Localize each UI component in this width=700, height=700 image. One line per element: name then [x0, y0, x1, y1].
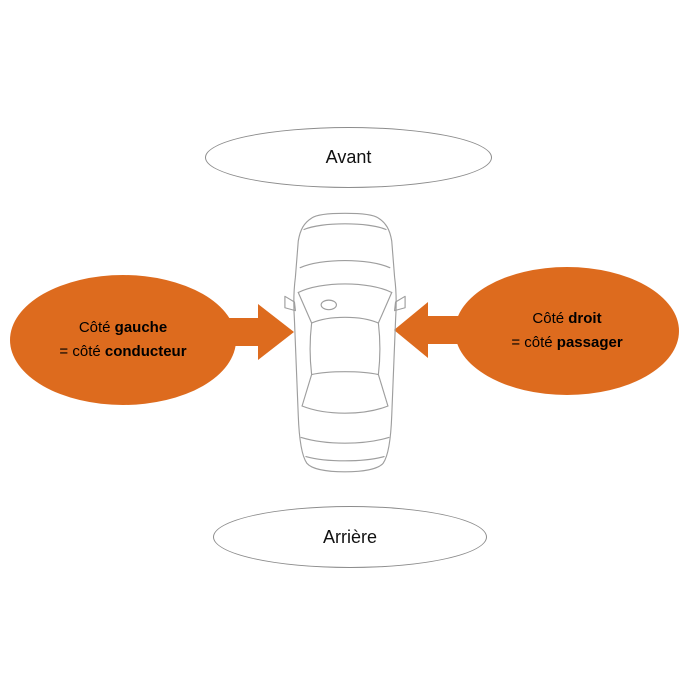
- car-rear-window-bottom: [301, 405, 389, 414]
- car-steering-wheel: [320, 299, 337, 311]
- left-side-line1: Côté gauche: [79, 316, 167, 340]
- car-body-outline: [293, 212, 397, 473]
- front-ellipse: Avant: [205, 127, 492, 188]
- car-rear-window-top: [311, 371, 379, 376]
- right-side-line1: Côté droit: [532, 307, 601, 331]
- left-side-line2: = côté conducteur: [59, 340, 186, 364]
- car-roof-left: [309, 322, 313, 376]
- car-windshield-bottom: [297, 283, 393, 294]
- car-trunk-line: [300, 436, 390, 444]
- right-side-line2-normal: = côté: [511, 334, 557, 351]
- left-side-line1-normal: Côté: [78, 319, 115, 336]
- car-rear-bumper-line: [305, 455, 385, 462]
- car-mirror-right: [394, 295, 406, 312]
- right-side-line2: = côté passager: [511, 331, 622, 355]
- arrow-right-icon: [220, 304, 294, 360]
- rear-ellipse: Arrière: [213, 506, 487, 568]
- car-mirror-left: [284, 295, 296, 312]
- car-rear-window-left: [301, 373, 313, 407]
- left-side-line1-bold: gauche: [114, 319, 168, 336]
- front-label: Avant: [325, 147, 372, 167]
- arrow-right-shape: [220, 304, 294, 360]
- car-line-art: [284, 212, 406, 473]
- car-windshield-right: [377, 291, 393, 324]
- left-side-line2-bold: conducteur: [104, 343, 187, 360]
- car-roof-right: [377, 322, 381, 376]
- car-rear-window-right: [377, 373, 389, 407]
- arrow-left-shape: [394, 302, 466, 358]
- car-hood-line: [299, 259, 391, 269]
- right-side-line1-normal: Côté: [532, 310, 569, 327]
- arrow-left-icon: [394, 302, 466, 358]
- right-side-line1-bold: droit: [568, 310, 602, 327]
- right-side-line2-bold: passager: [556, 334, 623, 351]
- right-side-bubble: Côté droit = côté passager: [455, 267, 679, 395]
- car-windshield-left: [297, 291, 313, 324]
- car-top-view-illustration: [284, 212, 406, 473]
- left-side-line2-normal: = côté: [59, 343, 105, 360]
- rear-label: Arrière: [322, 526, 377, 547]
- left-side-bubble: Côté gauche = côté conducteur: [10, 275, 236, 405]
- car-front-bumper-line: [303, 223, 387, 231]
- car-windshield-top: [311, 316, 379, 324]
